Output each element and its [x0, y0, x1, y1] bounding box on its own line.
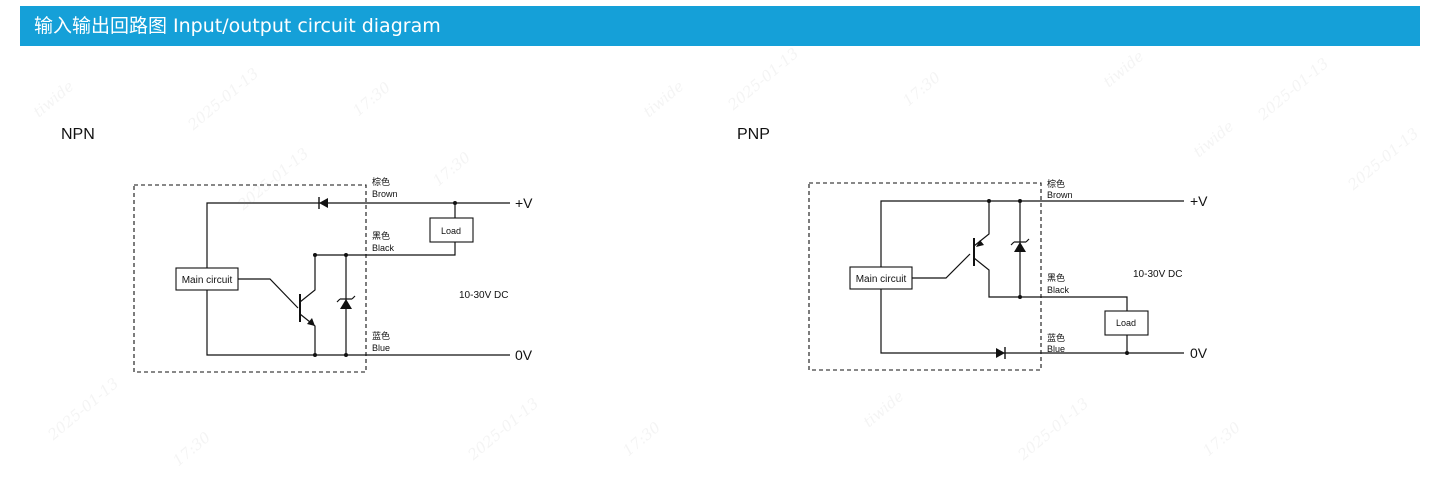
section-header: 输入输出回路图 Input/output circuit diagram — [20, 6, 1420, 46]
npn-label: NPN — [61, 126, 95, 143]
pnp-blue-wire — [880, 289, 1184, 354]
pnp-vplus: +V — [1190, 193, 1208, 209]
npn-blue-wire — [206, 290, 510, 356]
npn-supply: 10-30V DC — [459, 290, 508, 301]
pnp-blue-cn: 蓝色 — [1047, 332, 1065, 343]
pnp-main-circuit-text: Main circuit — [856, 274, 907, 285]
pnp-brown-cn: 棕色 — [1047, 178, 1065, 189]
npn-zero: 0V — [515, 347, 533, 363]
npn-blue-en: Blue — [372, 343, 390, 353]
npn-diagram: Main circuit Load 棕色 Brown 黑色 Bla — [133, 176, 533, 373]
npn-diode-icon — [319, 198, 328, 208]
npn-sensor-boundary — [133, 184, 367, 373]
npn-load-box — [429, 217, 474, 243]
npn-base-wire — [238, 278, 299, 309]
npn-main-circuit-text: Main circuit — [182, 275, 233, 286]
pnp-black-en: Black — [1047, 285, 1070, 295]
pnp-zero: 0V — [1190, 345, 1208, 361]
pnp-sensor-boundary — [808, 182, 1042, 371]
pnp-supply: 10-30V DC — [1133, 269, 1182, 280]
pnp-base-wire — [912, 253, 971, 279]
npn-vplus: +V — [515, 195, 533, 211]
npn-blue-cn: 蓝色 — [372, 330, 390, 341]
pnp-zener-icon — [1014, 242, 1026, 252]
pnp-blue-en: Blue — [1047, 344, 1065, 354]
pnp-brown-en: Brown — [1047, 190, 1073, 200]
npn-black-en: Black — [372, 243, 395, 253]
npn-load-text: Load — [441, 226, 461, 236]
pnp-black-cn: 黑色 — [1047, 272, 1065, 283]
npn-brown-cn: 棕色 — [372, 176, 390, 187]
npn-brown-wire — [206, 202, 510, 268]
pnp-brown-wire — [880, 200, 1184, 267]
npn-zener-icon — [340, 299, 352, 309]
section-title: 输入输出回路图 Input/output circuit diagram — [34, 15, 441, 37]
pnp-diode-icon — [996, 348, 1005, 358]
pnp-load-text: Load — [1116, 318, 1136, 328]
npn-brown-en: Brown — [372, 189, 398, 199]
npn-black-cn: 黑色 — [372, 230, 390, 241]
pnp-load-box — [1104, 310, 1149, 336]
pnp-diagram: Main circuit Load 棕色 Brown 黑色 Black — [808, 178, 1208, 371]
pnp-label: PNP — [737, 126, 770, 143]
